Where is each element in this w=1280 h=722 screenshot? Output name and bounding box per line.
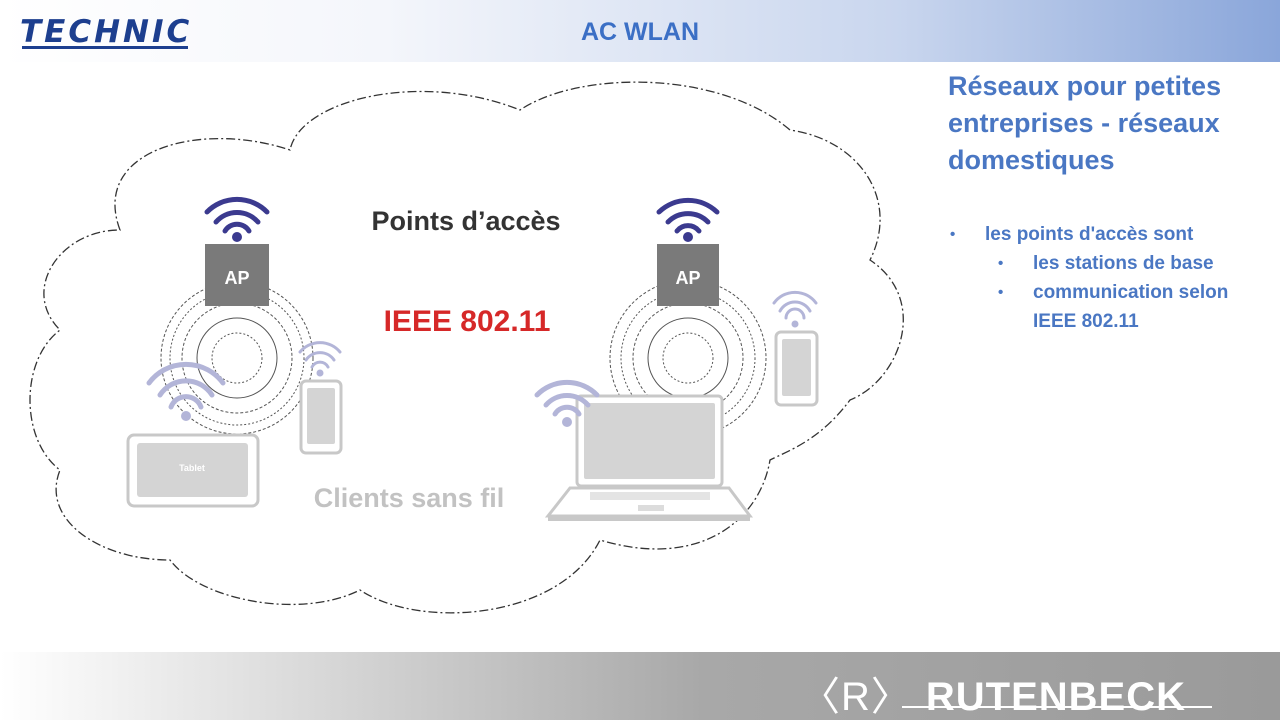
smartphone-icon <box>774 330 819 407</box>
smartphone-icon <box>299 379 343 455</box>
sub-bullet-text: les stations de base <box>1033 253 1214 274</box>
rutenbeck-logo: 〈R〉 RUTENBECK <box>800 664 1186 722</box>
bullet-dot: • <box>998 284 1004 301</box>
side-title-line: entreprises - réseaux <box>948 108 1220 138</box>
side-title: Réseaux pour petites entreprises - résea… <box>948 68 1248 179</box>
wlan-diagram: AP AP Points d’accès IEEE 802.11 Clients… <box>29 81 904 614</box>
sub-bullet-text: IEEE 802.11 <box>1033 311 1139 332</box>
ap-box-right <box>657 244 719 306</box>
side-title-line: Réseaux pour petites <box>948 71 1222 101</box>
list-item: • communication selon <box>948 278 1268 307</box>
wifi-icon <box>204 196 270 234</box>
tablet-label: Tablet <box>179 463 205 473</box>
wifi-icon <box>298 341 342 369</box>
laptop-icon <box>544 394 753 521</box>
access-points-label: Points d’accès <box>371 206 560 236</box>
brand-underline <box>902 706 1212 708</box>
bullet-dot: • <box>998 255 1004 272</box>
brand-mark: 〈R〉 <box>800 675 912 719</box>
bullet-text: les points d'accès sont <box>985 224 1194 245</box>
ap-left-label: AP <box>224 268 249 288</box>
side-title-line: domestiques <box>948 145 1115 175</box>
logo-underline <box>22 46 188 49</box>
header-bar <box>0 0 1280 62</box>
ap-box-left <box>205 244 269 306</box>
ieee-standard-label: IEEE 802.11 <box>384 305 551 338</box>
wifi-icon <box>772 290 818 320</box>
wifi-icon <box>146 361 226 410</box>
ap-right-label: AP <box>675 268 700 288</box>
bullet-dot: • <box>950 226 956 243</box>
cloud-outline <box>29 81 904 614</box>
brand-name: RUTENBECK <box>925 675 1187 719</box>
list-item: • les stations de base <box>948 249 1268 278</box>
wifi-icon <box>534 379 600 417</box>
wireless-clients-label: Clients sans fil <box>314 483 505 513</box>
list-item: • les points d'accès sont <box>948 220 1268 249</box>
footer-bar <box>0 652 1280 720</box>
page-title: AC WLAN <box>580 18 700 46</box>
tablet-icon <box>126 433 260 508</box>
technic-logo: TECHNIC <box>20 14 193 50</box>
wifi-icon <box>656 197 720 234</box>
sub-bullet-text: communication selon <box>1033 282 1229 303</box>
list-item: IEEE 802.11 <box>948 307 1268 336</box>
bullet-list: • les points d'accès sont • les stations… <box>948 220 1268 336</box>
